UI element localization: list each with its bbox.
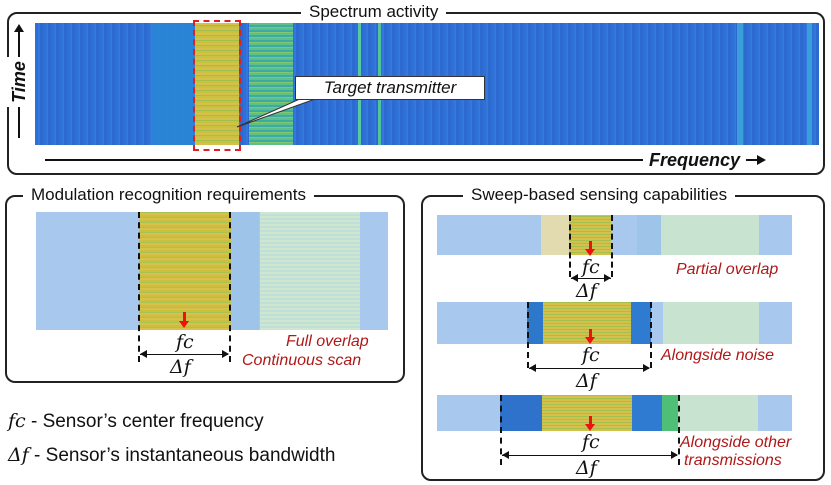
target-transmitter-label: Target transmitter bbox=[323, 78, 457, 97]
narrow-line-4 bbox=[807, 23, 812, 145]
row-3-arrow-left bbox=[502, 451, 509, 459]
bandwidth-span-line bbox=[140, 354, 228, 355]
row-3-label-line-1: Alongside other bbox=[680, 434, 792, 451]
fc-label: fc bbox=[176, 331, 194, 353]
noise-band bbox=[231, 212, 259, 330]
other-transmission-band bbox=[678, 395, 758, 431]
row-2-df-label: Δf bbox=[576, 370, 597, 392]
spectrum-activity-title: Spectrum activity bbox=[301, 2, 447, 22]
row-3-arrow-right bbox=[671, 451, 678, 459]
target-signal-band-faded bbox=[541, 215, 569, 255]
target-signal-band bbox=[195, 23, 239, 145]
sweep-row-2-spectrogram bbox=[437, 302, 792, 344]
target-signal-band bbox=[139, 212, 231, 330]
other-transmission-band bbox=[260, 212, 360, 330]
noise-band bbox=[151, 23, 195, 145]
time-axis-arrowhead bbox=[14, 24, 24, 32]
row-2-arrow-right bbox=[643, 364, 650, 372]
modulation-panel-title: Modulation recognition requirements bbox=[23, 185, 314, 205]
row-2-right-edge bbox=[650, 302, 652, 368]
row-1-right-edge bbox=[611, 215, 613, 277]
noise-band-left bbox=[527, 302, 543, 344]
sweep-row-3-spectrogram bbox=[437, 395, 792, 431]
other-transmission-green bbox=[662, 395, 678, 431]
other-transmission-band bbox=[249, 23, 293, 145]
center-frequency-arrow bbox=[179, 312, 189, 328]
legend-fc-symbol: fc bbox=[8, 410, 26, 432]
row-2-span-line bbox=[529, 368, 649, 369]
time-axis-label: Time bbox=[7, 57, 31, 107]
row-3-center-arrow bbox=[585, 416, 595, 431]
row-3-right-edge bbox=[678, 395, 680, 465]
bandwidth-left-edge bbox=[138, 212, 140, 362]
bandwidth-arrow-right bbox=[222, 350, 229, 358]
other-transmission-band bbox=[661, 215, 759, 255]
row-2-center-arrow bbox=[585, 329, 595, 344]
bandwidth-arrow-left bbox=[140, 350, 147, 358]
frequency-axis-line bbox=[45, 159, 757, 161]
row-1-df-label: Δf bbox=[576, 280, 597, 302]
noise-band-right bbox=[631, 302, 651, 344]
row-1-span-line bbox=[571, 278, 611, 279]
row-2-arrow-left bbox=[529, 364, 536, 372]
frequency-axis-arrowhead bbox=[757, 155, 766, 165]
row-1-left-edge bbox=[569, 215, 571, 277]
row-3-left-edge bbox=[500, 395, 502, 465]
row-2-fc-label: fc bbox=[582, 344, 600, 366]
row-3-fc-label: fc bbox=[582, 431, 600, 453]
row-1-arrow-right bbox=[604, 274, 611, 282]
row-1-label: Partial overlap bbox=[676, 261, 779, 278]
sweep-panel-title: Sweep-based sensing capabilities bbox=[463, 185, 736, 205]
row-1-center-arrow bbox=[585, 241, 595, 256]
legend-df-text: - Sensor’s instantaneous bandwidth bbox=[28, 445, 336, 466]
legend-fc: fc - Sensor’s center frequency bbox=[8, 410, 264, 433]
row-3-df-label: Δf bbox=[576, 457, 597, 479]
narrow-line-3 bbox=[737, 23, 743, 145]
target-highlight-box bbox=[193, 20, 241, 151]
full-overlap-label: Full overlap bbox=[286, 333, 369, 350]
continuous-scan-label: Continuous scan bbox=[242, 352, 362, 369]
row-2-label: Alongside noise bbox=[661, 347, 774, 364]
row-1-fc-label: fc bbox=[582, 256, 600, 278]
df-label: Δf bbox=[170, 356, 191, 378]
modulation-spectrogram bbox=[36, 212, 388, 330]
legend-df: Δf - Sensor’s instantaneous bandwidth bbox=[8, 444, 335, 467]
row-2-left-edge bbox=[527, 302, 529, 368]
sweep-row-1-spectrogram bbox=[437, 215, 792, 255]
legend-fc-text: - Sensor’s center frequency bbox=[25, 411, 264, 432]
target-transmitter-callout: Target transmitter bbox=[295, 76, 485, 100]
noise-band-right bbox=[632, 395, 662, 431]
frequency-axis-label: Frequency bbox=[643, 149, 747, 171]
row-3-label-line-2: transmissions bbox=[684, 452, 782, 469]
noise-band bbox=[637, 215, 661, 255]
row-3-span-line bbox=[502, 455, 677, 456]
bandwidth-right-edge bbox=[229, 212, 231, 362]
other-transmission-band bbox=[663, 302, 759, 344]
noise-band-left bbox=[500, 395, 542, 431]
legend-df-symbol: Δf bbox=[8, 444, 29, 466]
row-1-arrow-left bbox=[571, 274, 578, 282]
